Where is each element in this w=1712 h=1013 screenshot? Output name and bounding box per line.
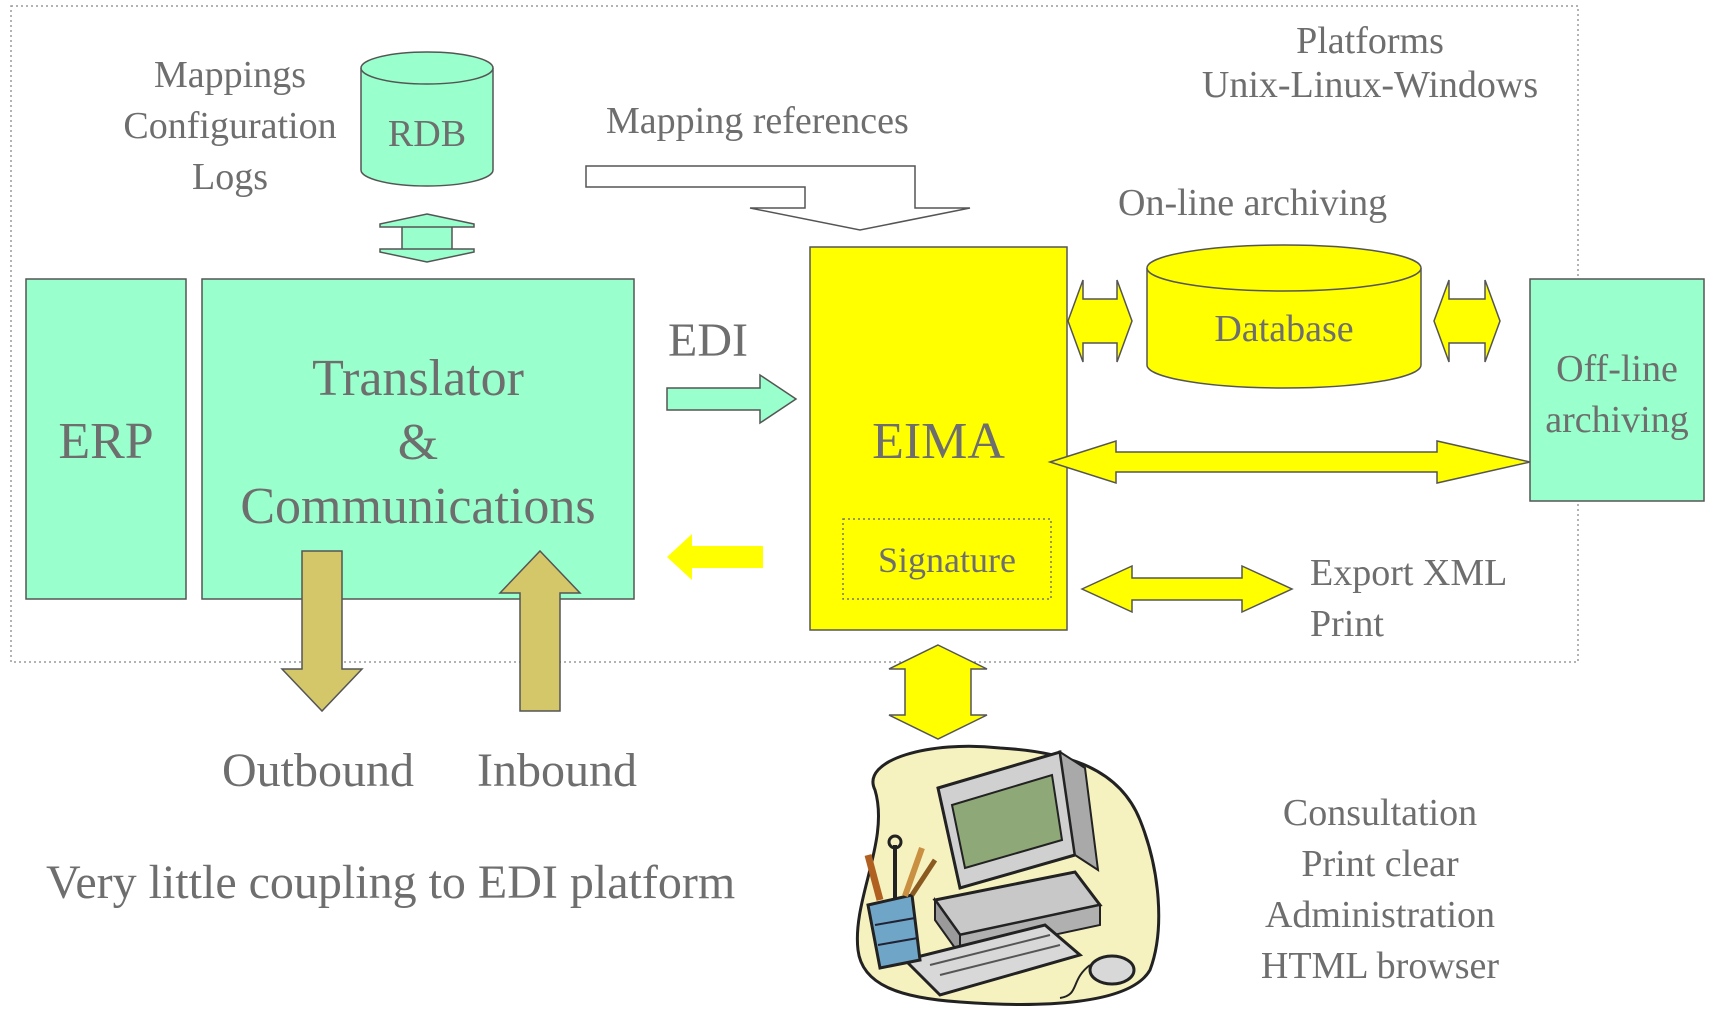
export-arrow — [1080, 564, 1294, 614]
coupling-note: Very little coupling to EDI platform — [46, 856, 736, 909]
mapping-references-label: Mapping references — [606, 100, 909, 142]
erp-box — [25, 278, 187, 600]
edi-arrow — [666, 373, 798, 425]
platforms-label-line2: Unix-Linux-Windows — [1201, 63, 1539, 106]
eima-database-arrow — [1067, 279, 1133, 363]
rdb-cylinder — [360, 51, 494, 187]
translator-label-line3: Communications — [240, 478, 596, 535]
rdb-label: RDB — [387, 113, 467, 155]
mapping-references-arrow — [585, 165, 971, 231]
eima-workstation-arrow — [888, 644, 988, 740]
inbound-label: Inbound — [477, 744, 637, 797]
edi-label: EDI — [668, 314, 748, 367]
signature-box — [842, 518, 1052, 600]
database-label: Database — [1214, 308, 1354, 350]
offline-archiving-box — [1529, 278, 1705, 502]
translator-label-line2: & — [397, 414, 439, 471]
translator-label: Translator & Communications — [202, 347, 634, 539]
eima-box — [809, 246, 1068, 631]
workstation-label: Consultation Print clear Administration … — [1180, 788, 1580, 992]
outbound-arrow — [280, 550, 364, 713]
workstation-line4: HTML browser — [1260, 945, 1500, 987]
computer-clipart-icon — [855, 744, 1161, 1006]
database-cylinder — [1146, 244, 1422, 389]
offline-archiving-label: Off-line archiving — [1530, 344, 1704, 446]
platforms-label: Platforms Unix-Linux-Windows — [1160, 20, 1580, 107]
offline-archiving-line2: archiving — [1545, 399, 1689, 441]
export-label: Export XML Print — [1310, 548, 1507, 650]
outbound-label: Outbound — [222, 744, 414, 797]
export-label-line2: Print — [1310, 603, 1384, 645]
inbound-arrow — [498, 549, 582, 712]
database-offline-arrow — [1433, 279, 1501, 363]
erp-label: ERP — [58, 413, 154, 470]
rdb-translator-arrow — [379, 213, 475, 263]
eima-label: EIMA — [872, 413, 1005, 470]
export-label-line1: Export XML — [1310, 552, 1508, 594]
offline-archiving-line1: Off-line — [1556, 348, 1678, 390]
workstation-line3: Administration — [1264, 894, 1496, 936]
rdb-contents-line1: Mappings — [154, 54, 306, 96]
translator-box — [201, 278, 635, 600]
return-arrow — [667, 534, 763, 580]
workstation-line1: Consultation — [1282, 792, 1478, 834]
workstation-line2: Print clear — [1301, 843, 1459, 885]
signature-label: Signature — [878, 540, 1016, 580]
eima-offline-arrow — [1047, 439, 1531, 485]
translator-label-line1: Translator — [312, 350, 524, 407]
rdb-contents-label: Mappings Configuration Logs — [100, 50, 360, 203]
platforms-label-line1: Platforms — [1296, 20, 1444, 62]
rdb-contents-line3: Logs — [192, 156, 268, 198]
rdb-contents-line2: Configuration — [123, 105, 337, 147]
online-archiving-label: On-line archiving — [1118, 182, 1388, 224]
